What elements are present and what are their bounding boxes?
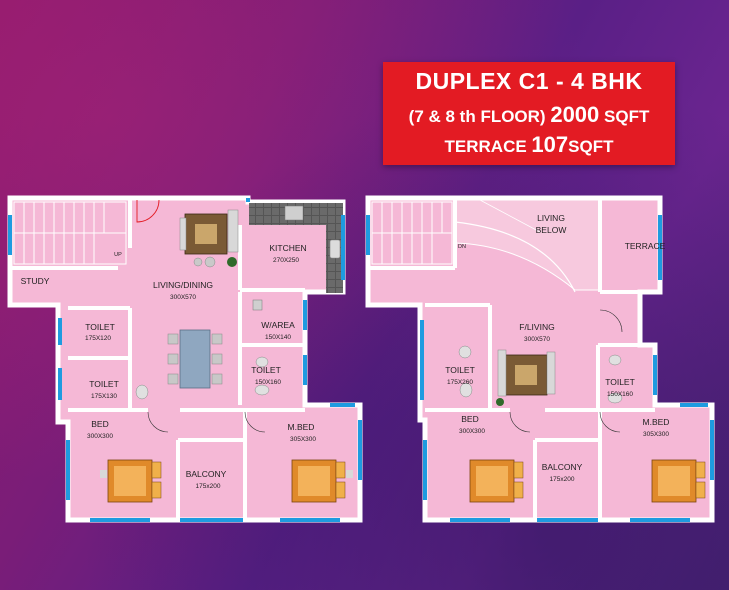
floor-text: (7 & 8 th FLOOR)	[408, 107, 551, 126]
toilet-3-label: TOILET	[251, 365, 281, 375]
lower-staircase	[13, 201, 127, 265]
lower-floor-plan: STUDY UP LIVING/DINING 300X570 KITCHEN 2…	[7, 195, 363, 523]
living-dining-label: LIVING/DINING	[153, 280, 213, 290]
toilet-1-dim: 175X120	[85, 335, 111, 342]
void-arrow	[479, 199, 541, 233]
upper-master-bed-icon	[651, 459, 706, 503]
dn-label: DN	[458, 244, 466, 250]
toilet-3-dim: 150X160	[255, 379, 281, 386]
fliving-dim: 300X570	[524, 336, 550, 343]
terrace-unit: SQFT	[568, 137, 614, 156]
upper-bed-dim: 300X300	[459, 428, 485, 435]
mbed-dim: 305X300	[290, 436, 316, 443]
title-line-1: DUPLEX C1 - 4 BHK	[415, 68, 643, 94]
upper-toilet-1-label: TOILET	[445, 365, 475, 375]
upper-basin-icon	[459, 382, 473, 398]
warea-dim: 150X140	[265, 334, 291, 341]
title-line-2: (7 & 8 th FLOOR) 2000 SQFT	[383, 102, 675, 128]
void-railing	[454, 221, 576, 293]
upper-sofa-icon	[496, 349, 556, 406]
living-below-label-2: BELOW	[536, 225, 567, 235]
bed-label: BED	[91, 419, 108, 429]
upper-basin-icon-2	[607, 392, 623, 404]
mbed-label: M.BED	[288, 422, 315, 432]
fliving-label: F/LIVING	[519, 322, 554, 332]
kitchen-counter-side	[326, 225, 343, 293]
balcony-label: BALCONY	[186, 469, 227, 479]
master-bed-icon	[291, 459, 353, 503]
sink-icon	[329, 239, 341, 259]
toilet-2-dim: 175X130	[91, 393, 117, 400]
lower-interior-walls	[10, 198, 305, 520]
terrace-door-icon	[599, 309, 623, 333]
mbed-door-icon	[244, 411, 266, 433]
living-below-void	[454, 199, 601, 291]
upper-balcony-label: BALCONY	[542, 462, 583, 472]
upper-wc-icon-2	[608, 354, 622, 366]
upper-windows	[366, 215, 714, 522]
terrace-value: 107	[531, 132, 569, 157]
upper-mbed-dim: 305X300	[643, 431, 669, 438]
upper-staircase	[371, 201, 453, 265]
upper-mbed-label: M.BED	[643, 417, 670, 427]
upper-floor-plan: DN LIVING BELOW TERRACE F/LIVING 300X570…	[365, 195, 715, 523]
warea-label: W/AREA	[261, 320, 295, 330]
stove-icon	[284, 205, 304, 221]
upper-balcony-dim: 175x200	[550, 476, 575, 483]
living-below-label-1: LIVING	[537, 213, 565, 223]
title-line-3: TERRACE 107SQFT	[383, 132, 675, 158]
area-value: 2000	[550, 102, 600, 127]
upper-bed-door-icon	[509, 411, 531, 433]
main-door-icon	[136, 199, 160, 223]
upper-wc-icon	[458, 345, 472, 359]
upper-toilet-1-dim: 175X260	[447, 379, 473, 386]
upper-toilet-2-label: TOILET	[605, 377, 635, 387]
title-box: DUPLEX C1 - 4 BHK (7 & 8 th FLOOR) 2000 …	[383, 62, 675, 165]
bed-icon	[100, 459, 162, 503]
upper-mbed-door-icon	[599, 411, 621, 433]
terrace-text: TERRACE	[444, 137, 532, 156]
basin-icon-2	[135, 384, 149, 400]
upper-bed-label: BED	[461, 414, 478, 424]
terrace-label: TERRACE	[625, 241, 666, 251]
upper-toilet-2-dim: 150X160	[607, 391, 633, 398]
bed-dim: 300X300	[87, 433, 113, 440]
upper-bed-icon	[469, 459, 524, 503]
area-unit: SQFT	[599, 107, 650, 126]
balcony-dim: 175x200	[196, 483, 221, 490]
bed-door-icon	[147, 411, 169, 433]
toilet-2-label: TOILET	[89, 379, 119, 389]
toilet-1-label: TOILET	[85, 322, 115, 332]
up-label: UP	[114, 252, 122, 258]
kitchen-dim: 270X250	[273, 257, 299, 264]
sofa-set-icon	[179, 209, 239, 268]
dining-table-icon	[167, 329, 223, 389]
kitchen-label: KITCHEN	[269, 243, 306, 253]
lower-windows	[8, 198, 362, 522]
basin-icon	[254, 384, 270, 396]
wc-icon	[255, 356, 269, 368]
study-label: STUDY	[21, 276, 50, 286]
living-dining-dim: 300X570	[170, 294, 196, 301]
washer-icon	[252, 299, 263, 311]
